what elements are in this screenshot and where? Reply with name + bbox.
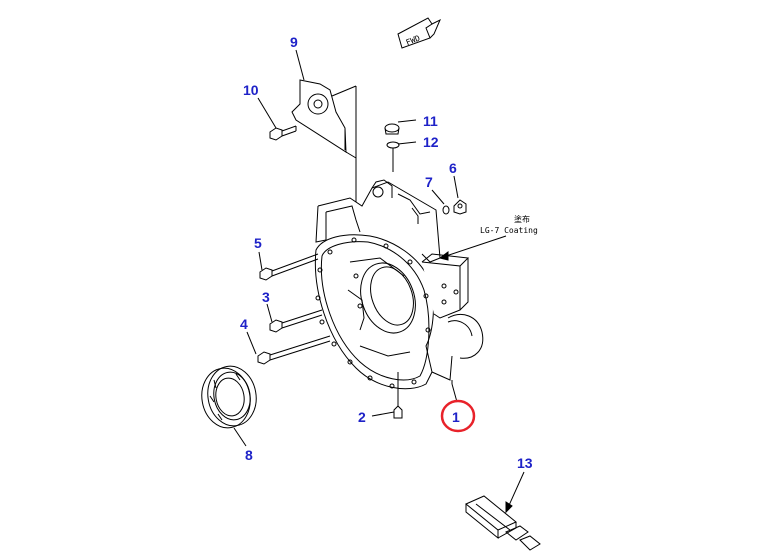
oil-seal-part-8 [201, 365, 257, 429]
callout-3[interactable]: 3 [262, 289, 270, 305]
fwd-arrow-icon: FWD [397, 17, 441, 49]
annotation-jp-label: 塗布 [514, 214, 530, 224]
callout-13[interactable]: 13 [517, 455, 533, 471]
callout-2[interactable]: 2 [358, 409, 366, 425]
o-ring-part-12 [386, 141, 400, 172]
callout-12[interactable]: 12 [423, 134, 439, 150]
callout-5[interactable]: 5 [254, 235, 262, 251]
washer-part-7 [442, 205, 450, 215]
plug-part-6 [453, 199, 467, 215]
plug-part-11 [384, 123, 400, 135]
callout-7[interactable]: 7 [425, 174, 433, 190]
callout-10[interactable]: 10 [243, 82, 259, 98]
bolt-part-10 [269, 125, 297, 141]
callout-1[interactable]: 1 [452, 409, 460, 425]
annotation-en-label: LG-7 Coating [480, 226, 538, 235]
bolt-part-3 [269, 309, 323, 333]
callout-9[interactable]: 9 [290, 34, 298, 50]
sensor-part-13 [465, 495, 541, 551]
bolt-part-2 [393, 372, 403, 419]
bolt-part-4 [257, 335, 331, 365]
bracket-part-9 [291, 79, 357, 202]
callout-11[interactable]: 11 [423, 113, 438, 129]
flywheel-housing-part-1 [314, 179, 484, 390]
callout-8[interactable]: 8 [245, 447, 253, 463]
callout-4[interactable]: 4 [240, 316, 248, 332]
highlight-circle [440, 399, 476, 433]
bolt-part-5 [259, 253, 319, 281]
callout-6[interactable]: 6 [449, 160, 457, 176]
